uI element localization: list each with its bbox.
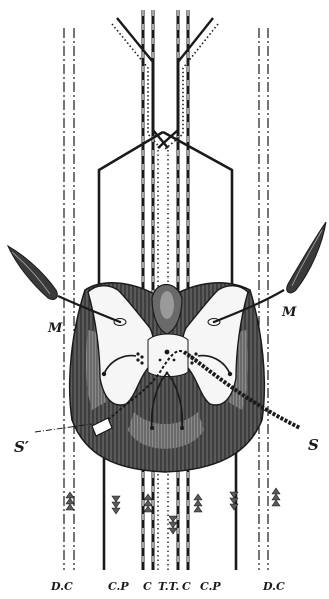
decussation-top <box>112 18 218 150</box>
label-motor-right: M <box>281 305 297 320</box>
column-label-dc-right: D.C <box>262 580 285 593</box>
arrow-up-right-c <box>194 494 202 512</box>
posterior-column-highlight <box>160 291 174 319</box>
arrow-down-left-cp <box>112 496 120 514</box>
arrow-up-right-dc <box>272 488 280 506</box>
arrow-up-left-c <box>144 494 152 512</box>
label-sensory-left: S′ <box>14 438 29 456</box>
direction-arrows <box>66 488 280 534</box>
column-label-tt: T.T. <box>158 580 179 593</box>
arrow-down-center-tt <box>169 516 177 534</box>
central-canal <box>165 350 170 355</box>
column-label-c-right: C <box>182 580 191 593</box>
label-motor-left: M <box>47 321 63 336</box>
label-sensory-right: S <box>308 436 319 454</box>
decussation-right-solid <box>158 18 213 148</box>
column-label-cp-right: C.P <box>200 580 221 593</box>
arrow-up-left-dc <box>66 492 74 510</box>
column-label-cp-left: C.P <box>108 580 129 593</box>
column-label-dc-left: D.C <box>50 580 73 593</box>
column-label-c-left: C <box>143 580 152 593</box>
cord-cross-section <box>70 283 265 472</box>
decussation-right-dotted <box>164 24 218 150</box>
grey-commissure <box>148 334 188 377</box>
